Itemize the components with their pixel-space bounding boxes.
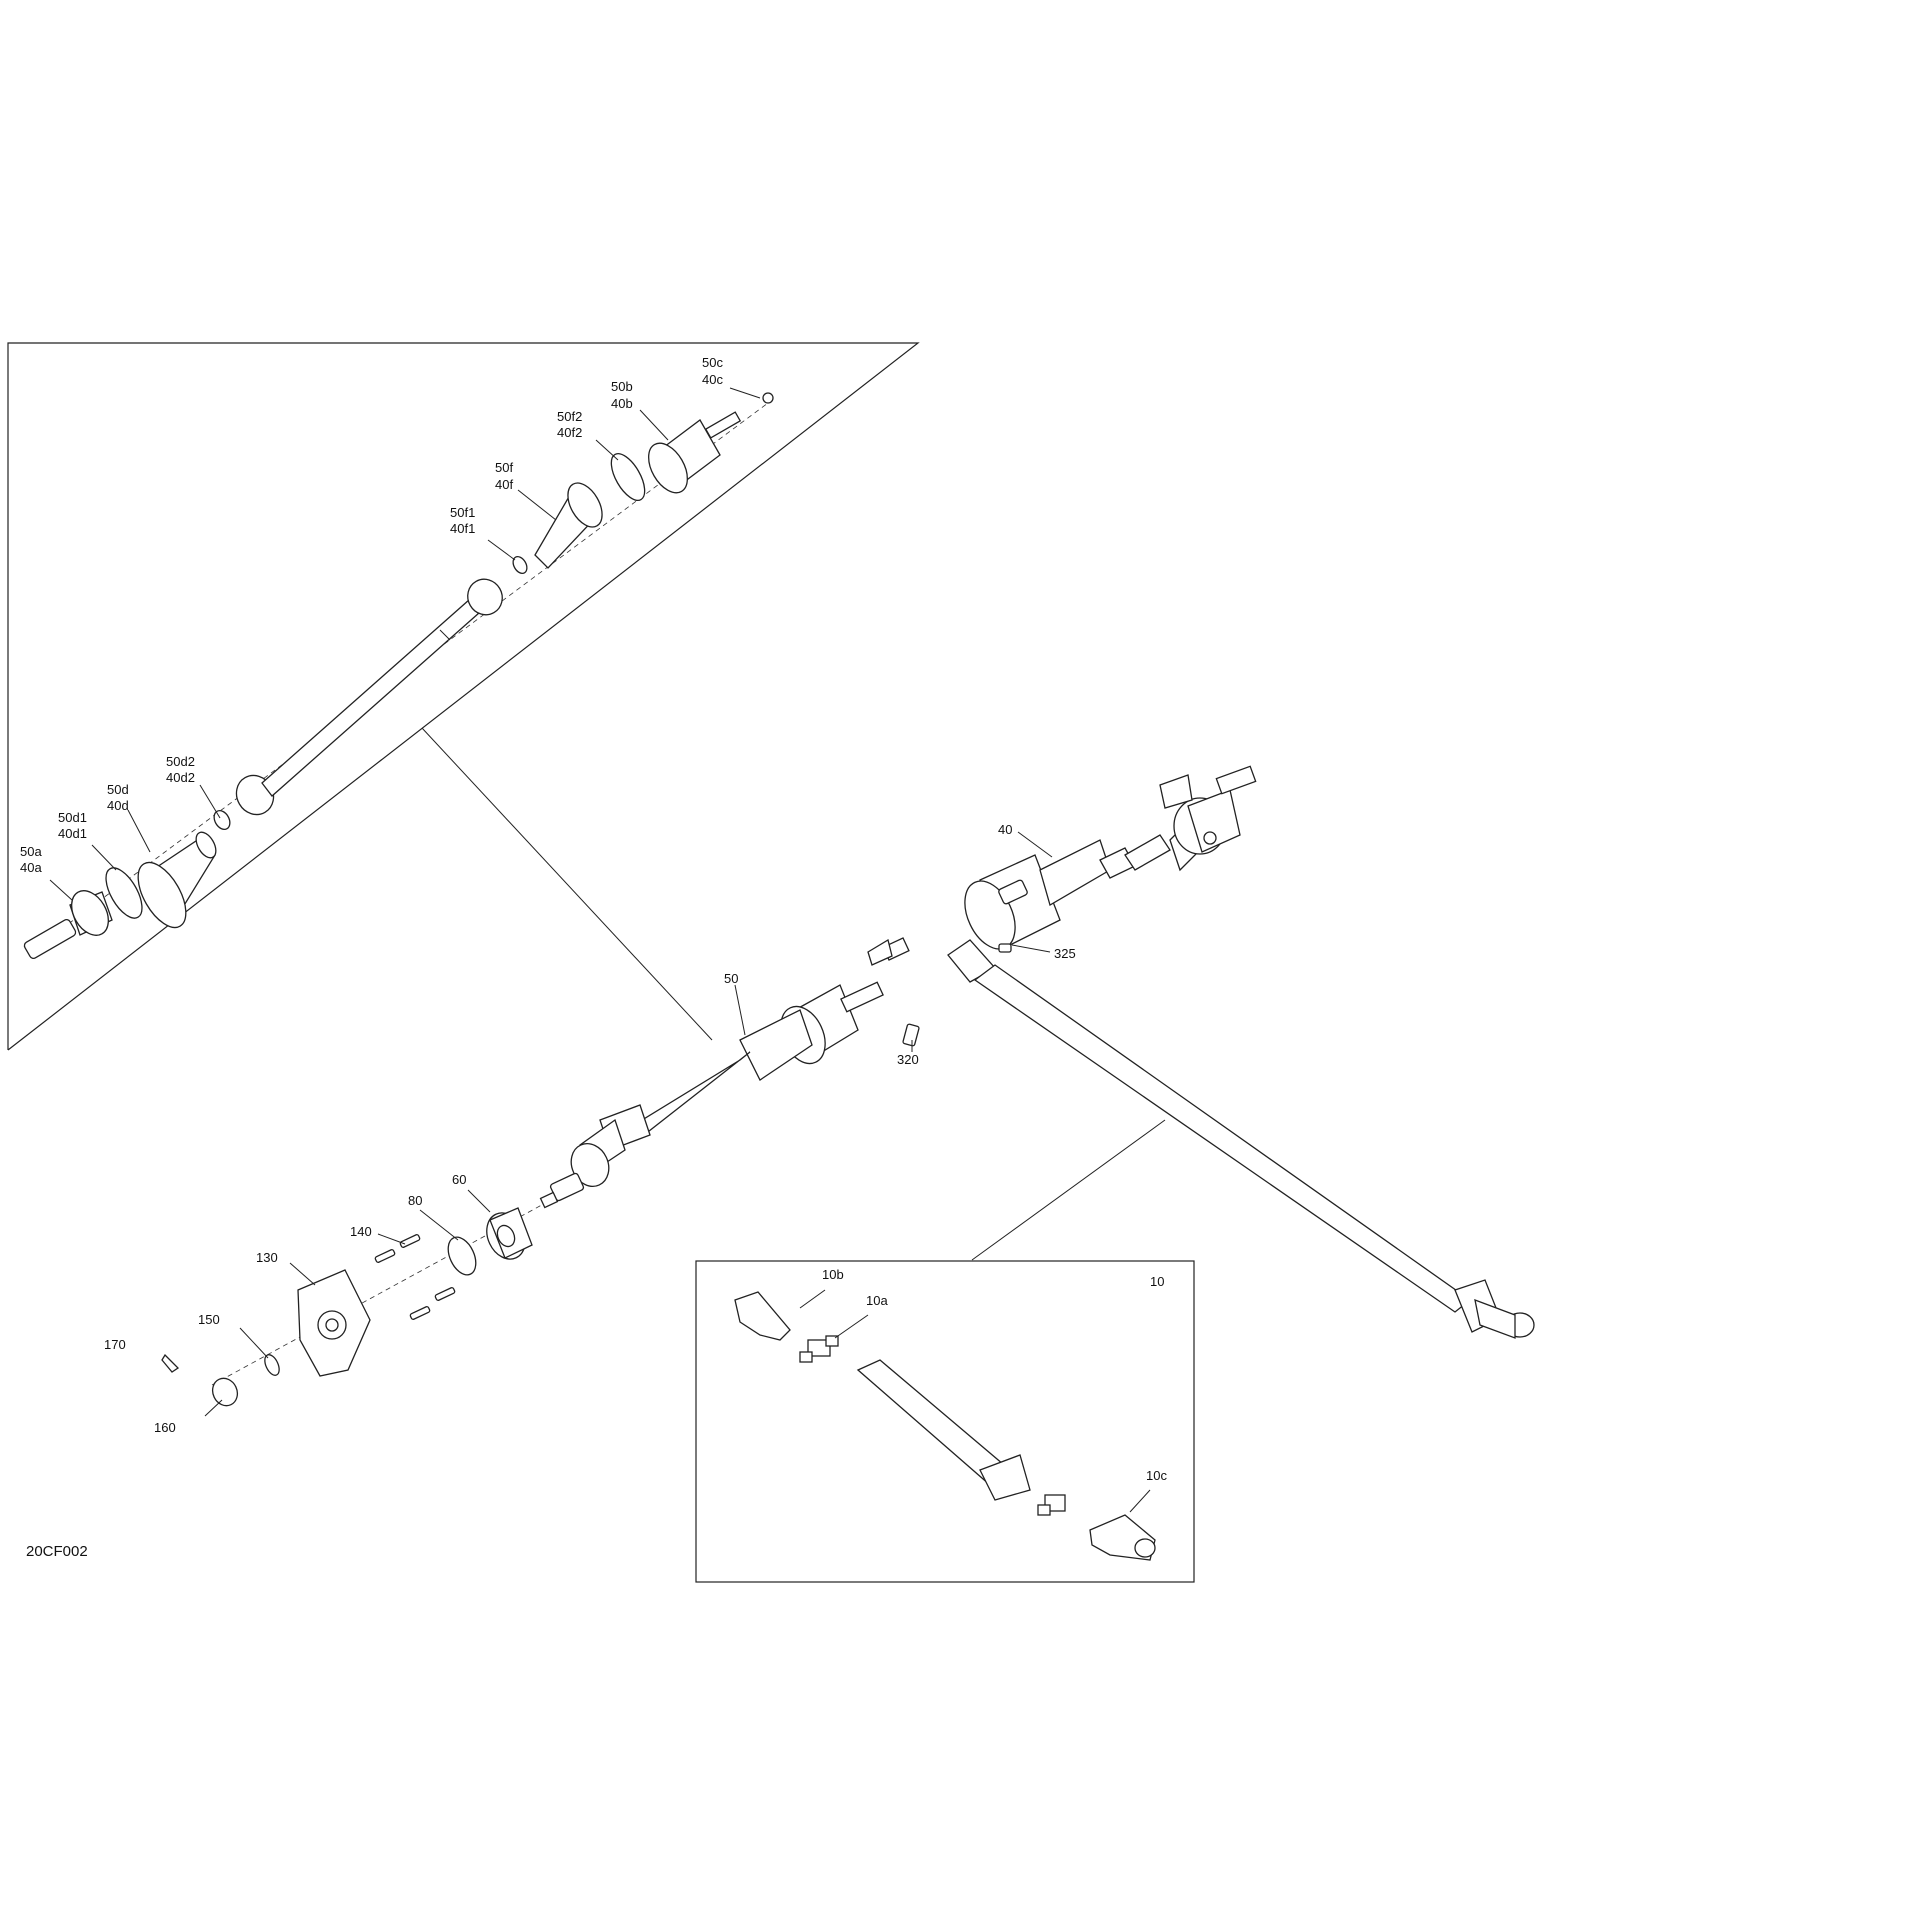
callout-320: 320 bbox=[897, 1052, 919, 1067]
prop-shaft-tube bbox=[856, 1359, 1031, 1501]
callout-50d1: 50d1 bbox=[58, 810, 87, 825]
universal-joint-cross-10a bbox=[799, 1335, 839, 1363]
callout-50d2: 50d2 bbox=[166, 754, 195, 769]
callout-50f: 50f bbox=[495, 460, 513, 475]
drive-shaft-40 bbox=[867, 765, 1257, 966]
callout-40b: 40b bbox=[611, 396, 633, 411]
callout-40d: 40d bbox=[107, 798, 129, 813]
yoke-10b bbox=[734, 1291, 791, 1341]
callout-50c: 50c bbox=[702, 355, 723, 370]
prop-shaft-detail-box: 10 10b 10a 10c bbox=[695, 1260, 1195, 1583]
callout-50d: 50d bbox=[107, 782, 129, 797]
hub-bolt bbox=[434, 1287, 456, 1301]
inset-callout-line bbox=[421, 727, 713, 1041]
callout-40c: 40c bbox=[702, 372, 723, 387]
callout-10: 10 bbox=[1150, 1274, 1164, 1289]
prop-shaft bbox=[902, 939, 1535, 1339]
boot-clamp-small bbox=[213, 810, 231, 830]
callout-40d1: 40d1 bbox=[58, 826, 87, 841]
callout-10a: 10a bbox=[866, 1293, 888, 1308]
hub-bolt bbox=[409, 1306, 431, 1320]
cv-housing bbox=[648, 411, 742, 494]
callout-40f: 40f bbox=[495, 477, 513, 492]
universal-joint-cross bbox=[1037, 1494, 1066, 1516]
diagram-id: 20CF002 bbox=[26, 1543, 88, 1560]
callout-60: 60 bbox=[452, 1172, 466, 1187]
callout-150: 150 bbox=[198, 1312, 220, 1327]
callout-80: 80 bbox=[408, 1193, 422, 1208]
callout-10c: 10c bbox=[1146, 1468, 1167, 1483]
circlip bbox=[762, 392, 774, 404]
hub-bolt bbox=[374, 1249, 396, 1263]
callout-50b: 50b bbox=[611, 379, 633, 394]
wheel-bearing bbox=[486, 1207, 533, 1260]
cv-boot-inner bbox=[137, 831, 217, 929]
cv-boot-outer bbox=[534, 482, 603, 569]
drive-shaft-50 bbox=[539, 981, 884, 1209]
callout-160: 160 bbox=[154, 1420, 176, 1435]
wheel-hub bbox=[297, 1269, 371, 1377]
callout-40f1: 40f1 bbox=[450, 521, 475, 536]
callout-170: 170 bbox=[104, 1337, 126, 1352]
callout-130: 130 bbox=[256, 1250, 278, 1265]
boot-clamp-large bbox=[105, 867, 143, 919]
tripod-spider-outer bbox=[467, 578, 503, 616]
callout-50f1: 50f1 bbox=[450, 505, 475, 520]
boot-clamp-small-2 bbox=[512, 555, 528, 575]
boot-clamp-large-2 bbox=[610, 453, 646, 501]
callout-50f2: 50f2 bbox=[557, 409, 582, 424]
inset-explode-axis bbox=[39, 399, 773, 946]
callout-40: 40 bbox=[998, 822, 1012, 837]
cv-joint-detail-inset: 50c 40c 50b 40b 50f2 40f2 50f 40f 50f1 4… bbox=[7, 342, 920, 1051]
hub-washer bbox=[264, 1354, 280, 1376]
callout-50: 50 bbox=[724, 971, 738, 986]
callout-325: 325 bbox=[1054, 946, 1076, 961]
hub-explode-axis bbox=[211, 1194, 561, 1386]
cotter-pin bbox=[161, 1353, 180, 1373]
detail-box-frame bbox=[695, 1260, 1195, 1583]
drive-shaft-assembly: 40 50 325 320 60 80 140 130 150 170 160 bbox=[104, 765, 1535, 1435]
callout-140: 140 bbox=[350, 1224, 372, 1239]
outer-stub-shaft bbox=[23, 890, 113, 959]
retaining-ring bbox=[447, 1236, 477, 1276]
hub-bolt bbox=[399, 1234, 421, 1248]
callout-40d2: 40d2 bbox=[166, 770, 195, 785]
callout-50a: 50a bbox=[20, 844, 42, 859]
callout-40a: 40a bbox=[20, 860, 42, 875]
callout-10b: 10b bbox=[822, 1267, 844, 1282]
callout-40f2: 40f2 bbox=[557, 425, 582, 440]
inset-frame bbox=[7, 342, 920, 1051]
hub-nut bbox=[211, 1377, 239, 1407]
